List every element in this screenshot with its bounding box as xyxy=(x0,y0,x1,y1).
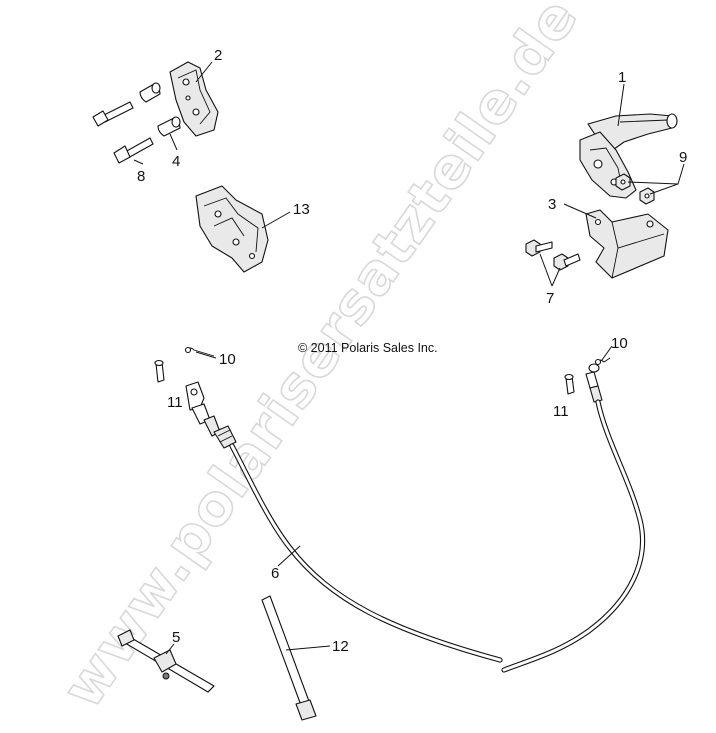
callout-10-right: 10 xyxy=(611,335,628,352)
bracket-hole xyxy=(192,108,200,116)
part-3-base-bracket xyxy=(585,209,669,279)
callout-5: 5 xyxy=(172,629,180,646)
callout-11-left: 11 xyxy=(167,394,183,411)
callout-4: 4 xyxy=(172,153,180,170)
clip-10-right xyxy=(594,357,611,366)
callout-3: 3 xyxy=(548,196,556,213)
part-6-cable-left xyxy=(185,381,503,663)
callout-2: 2 xyxy=(214,47,222,64)
callout-7: 7 xyxy=(546,290,554,307)
callout-11-right: 11 xyxy=(553,403,569,420)
callout-12: 12 xyxy=(332,638,349,655)
clip-10-left xyxy=(184,346,215,357)
bolt-7 xyxy=(525,239,581,271)
callout-labels: 2 4 8 13 1 9 3 7 10 10 11 11 6 5 12 xyxy=(137,47,687,655)
callout-8: 8 xyxy=(137,168,145,185)
leader-lines xyxy=(133,61,685,655)
bracket-hole xyxy=(182,78,190,86)
callout-6: 6 xyxy=(271,565,279,582)
bolt-8-lower xyxy=(113,137,154,164)
pin-11-left xyxy=(154,359,165,383)
nut-9 xyxy=(615,173,655,205)
part-1-brake-lever xyxy=(579,113,678,199)
part-13-mount-bracket xyxy=(195,185,269,273)
bolt-8-upper xyxy=(92,101,134,127)
callout-9: 9 xyxy=(679,149,687,166)
part-5-clamp xyxy=(117,629,215,693)
cable-right xyxy=(501,363,646,673)
callout-10-left: 10 xyxy=(219,351,236,368)
pin-11-right xyxy=(564,373,575,395)
callout-13: 13 xyxy=(293,201,310,218)
part-2-bracket-assembly xyxy=(92,61,219,164)
copyright-text: © 2011 Polaris Sales Inc. xyxy=(298,341,438,355)
part-12-cable-tie xyxy=(261,595,317,721)
callout-1: 1 xyxy=(618,69,626,86)
